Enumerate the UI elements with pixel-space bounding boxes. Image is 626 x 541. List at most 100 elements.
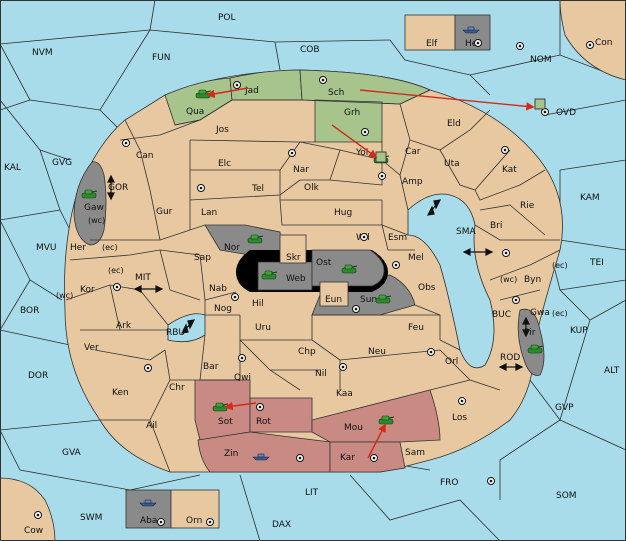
land-jad-label: Jad [244,86,259,96]
land-orn-label: Orn [186,516,202,526]
sea-buc-label: BUC [492,310,511,320]
land-bar-label: Bar [203,362,219,372]
land-byn-label: Byn [524,275,541,285]
supply-center-icon [487,477,495,485]
land-ken-label: Ken [112,388,129,398]
land-sch-label: Sch [328,88,344,98]
land-can-label: Can [136,151,154,161]
land-tel-label: Tel [251,184,264,194]
supply-center-icon [288,149,296,157]
two-way-arrow-icon [133,285,164,293]
sea-swm-label: SWM [80,513,102,523]
supply-center-icon [427,348,435,356]
land-ver-label: Ver [84,343,99,353]
two-way-arrow-icon [462,248,494,256]
land-skr[interactable] [279,234,307,264]
land-ark-label: Ark [116,321,132,331]
supply-center-icon [370,454,378,462]
land-mel-label: Mel [408,253,424,263]
supply-center-icon [122,139,130,147]
sea-cob-label: COB [300,45,320,55]
supply-center-icon [339,363,347,371]
sea-bor-label: BOR [20,306,39,316]
land-amp-label: Amp [402,177,423,187]
land-qua-label: Qua [186,107,204,117]
sea-rod-label: ROD [500,353,520,363]
land-eld-label: Eld [447,119,461,129]
supply-center-icon [360,233,368,241]
supply-center-icon [319,76,327,84]
land-gaw[interactable] [73,161,107,246]
order-arrow-icon [206,87,249,98]
supply-center-icon [512,296,520,304]
land-pir[interactable] [517,308,545,376]
supply-center-icon [197,184,205,192]
land-elc-label: Elc [218,159,231,169]
supply-center-icon [233,81,241,89]
supply-center-icon [378,172,386,180]
order-arrow-icon [367,423,386,459]
land-borders [65,89,561,473]
land-kar[interactable] [329,441,406,473]
land-feu-label: Feu [408,323,424,333]
land-esm-label: Esm [388,233,407,243]
sea-dor-label: DOR [28,371,48,381]
sea-kal-label: KAL [4,163,21,173]
land-los-label: Los [452,413,467,423]
land-bri-label: Bri [490,221,502,231]
sea-gvp-label: GVP [555,403,574,413]
land-kor-label: Kor [80,285,95,295]
land-gaw-label: Gaw [84,203,104,213]
inner-sea-sma [407,193,495,369]
land-neu-label: Neu [368,347,386,357]
sea-dax-label: DAX [272,520,291,530]
sea-fro-label: FRO [440,478,459,488]
supply-center-icon [586,41,594,49]
land-nab-label: Nab [209,284,227,294]
two-way-arrow-icon [107,174,115,201]
land-ost-label: Ost [316,258,332,268]
sea-sma-label: SMA [456,227,476,237]
land-nil-label: Nil [315,369,327,379]
dislodged-box-icon [375,151,387,163]
land-con-label: Con [595,38,613,48]
sea-pol-label: POL [218,13,236,23]
land-labels: Jad Sch Qua Jos Grh Eld Can Elc Nar Yol … [70,39,550,526]
land-hel-label: Hel [465,39,480,49]
supply-center-icon [157,518,165,526]
land-nor-label: Nor [224,243,240,253]
land-kaa-label: Kaa [336,389,353,399]
land-car-label: Car [405,147,421,157]
coast-tag: (ec) [102,243,118,252]
supply-center-icon [516,42,524,50]
land-eun-label: Eun [325,295,342,305]
land-pir-label: Pir [524,328,536,338]
supply-center-icon [34,511,42,519]
sea-fun-label: FUN [152,53,171,63]
land-hug-label: Hug [334,208,352,218]
supply-center-icon [502,249,510,257]
land-cow[interactable] [0,477,56,541]
land-nog-label: Nog [214,304,232,314]
land-cow-label: Cow [24,526,43,536]
sea-mit-label: MIT [135,273,151,283]
order-arrows [206,87,535,459]
sea-nom-label: NOM [530,55,552,65]
land-web-label: Web [286,274,306,284]
supply-center-icon [113,283,121,291]
land-jos-label: Jos [215,125,229,135]
land-sap-label: Sap [194,253,211,263]
sea-som-label: SOM [556,491,577,501]
coast-tag: (wc) [56,291,73,300]
order-arrow-icon [331,124,378,158]
land-eun[interactable] [319,281,349,307]
land-gwa-label: Gwa [530,308,550,318]
supply-center-icon [206,518,214,526]
land-con[interactable] [559,0,626,81]
land-gur-label: Gur [156,207,173,217]
land-grh[interactable] [314,99,383,143]
sea-labels: POL NVM FUN COB NOM Con OVD KAL GVG GOR … [4,13,620,536]
coast-tag: (wc) [88,216,105,225]
